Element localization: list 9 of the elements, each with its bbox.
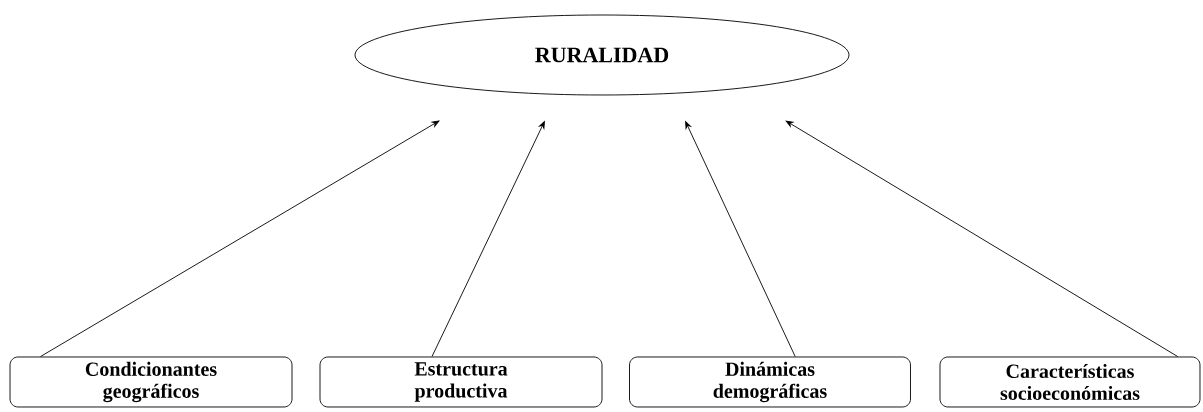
- arrow: [685, 121, 796, 357]
- category-box: Dinámicas demográficas: [629, 356, 911, 408]
- arrow: [785, 120, 1179, 357]
- oval-node: RURALIDAD: [354, 14, 850, 96]
- arrow: [431, 121, 545, 357]
- category-box: Estructura productiva: [319, 356, 603, 408]
- category-box: Condicionantes geográficos: [9, 356, 293, 408]
- category-box: Características socioeconómicas: [939, 356, 1201, 408]
- arrow: [40, 120, 440, 357]
